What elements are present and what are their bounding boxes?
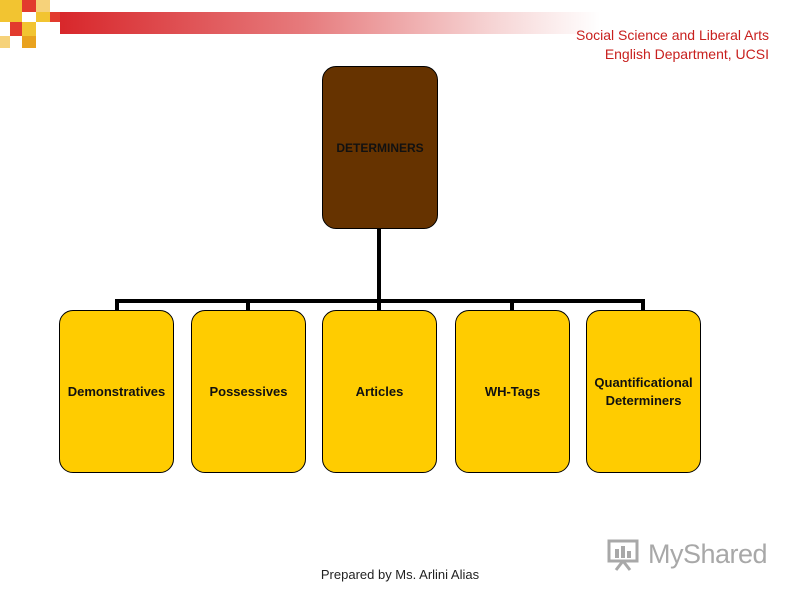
node-determiners: DETERMINERS xyxy=(322,66,438,229)
node-articles-label: Articles xyxy=(355,383,404,399)
connector-stem-demonstratives xyxy=(115,299,119,310)
header-line-2: English Department, UCSI xyxy=(604,46,769,62)
connector-stem-possessives xyxy=(246,299,250,310)
connector-stem-quantificational xyxy=(641,299,645,310)
footer-credit: Prepared by Ms. Arlini Alias xyxy=(320,567,480,582)
node-demonstratives-label: Demonstratives xyxy=(67,383,166,399)
node-quantificational-determiners-label: Quantificational Determiners xyxy=(594,374,693,408)
connector-stem-articles xyxy=(377,299,381,310)
connector-root-stem xyxy=(377,229,381,303)
node-articles: Articles xyxy=(322,310,437,473)
connector-stem-wh-tags xyxy=(510,299,514,310)
node-determiners-label: DETERMINERS xyxy=(336,141,424,155)
presentation-board-icon xyxy=(607,539,639,571)
node-possessives: Possessives xyxy=(191,310,306,473)
node-demonstratives: Demonstratives xyxy=(59,310,174,473)
node-wh-tags: WH-Tags xyxy=(455,310,570,473)
node-quantificational-determiners: Quantificational Determiners xyxy=(586,310,701,473)
node-wh-tags-label: WH-Tags xyxy=(484,383,541,399)
node-possessives-label: Possessives xyxy=(209,383,288,399)
header-line-1: Social Science and Liberal Arts xyxy=(576,27,769,43)
header-text: Social Science and Liberal Arts English … xyxy=(576,26,769,64)
myshared-logo: MyShared xyxy=(606,536,770,572)
header-gradient-bar xyxy=(60,12,600,34)
myshared-logo-text: MyShared xyxy=(648,538,768,569)
